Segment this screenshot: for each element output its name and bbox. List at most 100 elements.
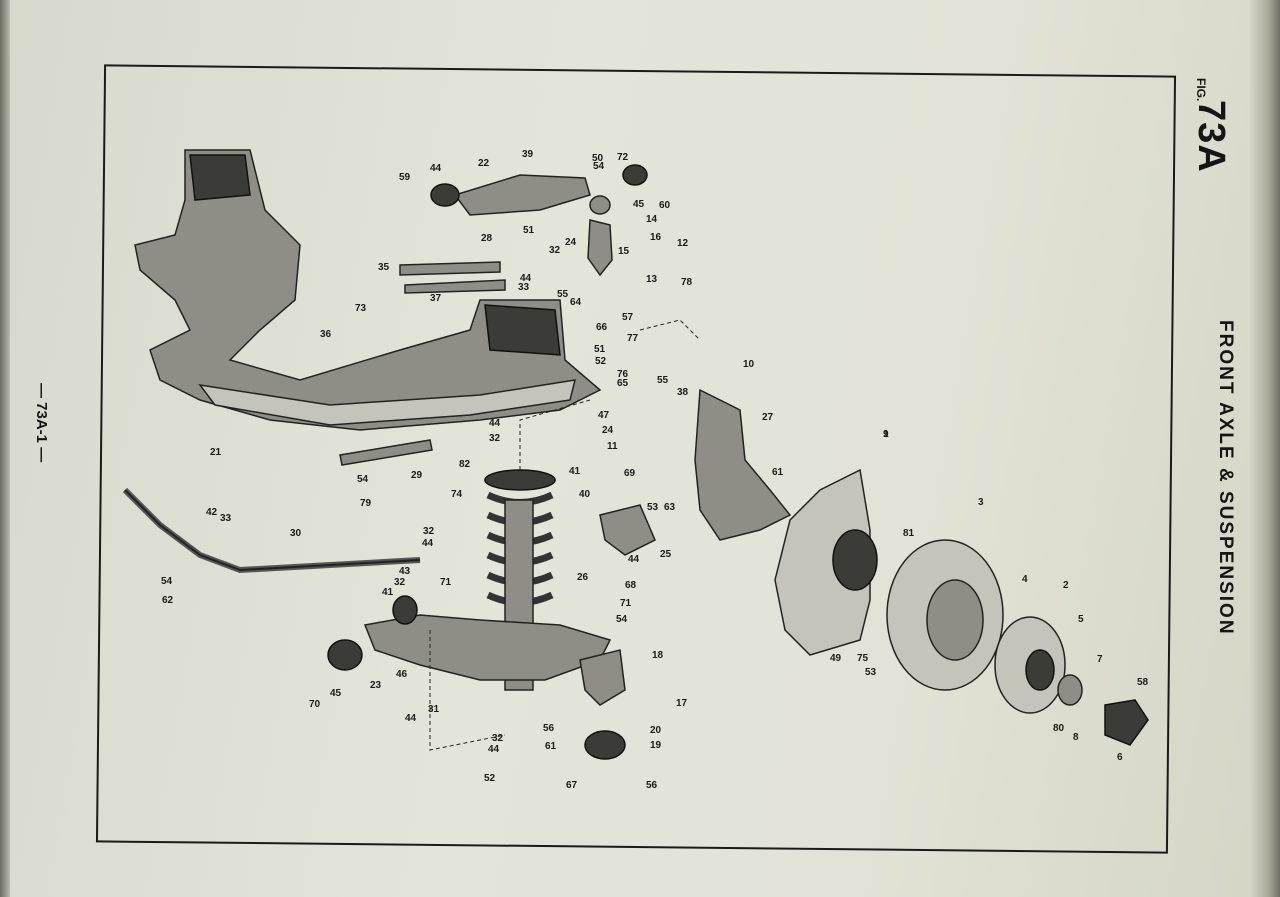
callout-55: 55 [657,375,669,386]
callout-72: 72 [617,152,629,163]
callout-44: 44 [430,163,442,174]
callout-54: 54 [593,161,605,172]
callout-32: 32 [489,433,501,444]
callout-51: 51 [594,344,606,355]
brake-disc [886,539,1004,691]
callout-81: 81 [903,528,915,539]
upper-control-arm [430,164,648,277]
page-number: — 73A-1 — [33,383,50,463]
callout-47: 47 [598,410,610,421]
callout-64: 64 [570,297,582,308]
callout-22: 22 [478,158,490,169]
callout-56: 56 [543,723,555,734]
callout-44: 44 [489,418,501,429]
section-title: FRONT AXLE & SUSPENSION [1215,320,1236,636]
callout-28: 28 [481,233,493,244]
callout-78: 78 [681,277,693,288]
callout-11: 11 [607,441,618,452]
callout-32: 32 [549,245,561,256]
callout-35: 35 [378,262,390,273]
callout-24: 24 [602,425,614,436]
callout-24: 24 [565,237,577,248]
callout-17: 17 [676,698,688,709]
callout-25: 25 [660,549,672,560]
callout-44: 44 [520,273,532,284]
callout-54: 54 [161,576,173,587]
callout-44: 44 [488,744,500,755]
callout-8: 8 [1073,732,1079,743]
lower-control-arm [327,595,626,760]
callout-79: 79 [360,498,372,509]
callout-5: 5 [1078,614,1084,625]
steering-knuckle [599,388,792,556]
callout-2: 2 [1063,580,1069,591]
page-stack-edge [1250,0,1280,897]
callout-6: 6 [1117,752,1123,763]
callout-66: 66 [596,322,608,333]
callout-54: 54 [357,474,369,485]
callout-63: 63 [664,502,676,513]
callout-51: 51 [523,225,535,236]
book-binding-edge [0,0,10,897]
callout-39: 39 [522,149,534,160]
callout-56: 56 [646,780,658,791]
callout-55: 55 [557,289,569,300]
callout-18: 18 [652,650,664,661]
callout-61: 61 [545,741,557,752]
callout-46: 46 [396,669,408,680]
callout-54: 54 [616,614,628,625]
callout-43: 43 [399,566,411,577]
callout-41: 41 [382,587,394,598]
callout-36: 36 [320,329,332,340]
figure-number: 73A [1190,100,1232,173]
callout-44: 44 [405,713,417,724]
callout-labels: 1234567891011121314151617181920212223242… [161,149,1149,791]
callout-33: 33 [518,282,530,293]
callout-32: 32 [492,733,504,744]
callout-27: 27 [762,412,774,423]
callout-59: 59 [399,172,411,183]
callout-44: 44 [422,538,434,549]
callout-73: 73 [355,303,367,314]
callout-71: 71 [440,577,452,588]
callout-75: 75 [857,653,869,664]
callout-16: 16 [650,232,662,243]
callout-45: 45 [330,688,342,699]
callout-42: 42 [206,507,218,518]
stabilizer-bar [122,487,421,574]
callout-69: 69 [624,468,636,479]
callout-50: 50 [592,153,604,164]
callout-7: 7 [1097,654,1103,665]
callout-71: 71 [620,598,632,609]
callout-61: 61 [772,467,784,478]
callout-21: 21 [210,447,222,458]
callout-19: 19 [650,740,662,751]
callout-67: 67 [566,780,578,791]
callout-38: 38 [677,387,689,398]
callout-62: 62 [162,595,174,606]
callout-70: 70 [309,699,321,710]
callout-74: 74 [451,489,463,500]
callout-57: 57 [622,312,634,323]
callout-9: 9 [883,429,889,440]
callout-15: 15 [618,246,630,257]
callout-52: 52 [595,356,607,367]
callout-37: 37 [430,293,442,304]
callout-14: 14 [646,214,658,225]
callout-80: 80 [1053,723,1065,734]
callout-49: 49 [830,653,842,664]
callout-4: 4 [1022,574,1028,585]
callout-40: 40 [579,489,591,500]
callout-68: 68 [625,580,637,591]
callout-60: 60 [659,200,671,211]
callout-23: 23 [370,680,382,691]
callout-20: 20 [650,725,662,736]
callout-10: 10 [743,359,755,370]
callout-65: 65 [617,378,629,389]
callout-1: 1 [883,429,889,440]
callout-29: 29 [411,470,423,481]
callout-12: 12 [677,238,689,249]
callout-32: 32 [394,577,406,588]
callout-13: 13 [646,274,658,285]
